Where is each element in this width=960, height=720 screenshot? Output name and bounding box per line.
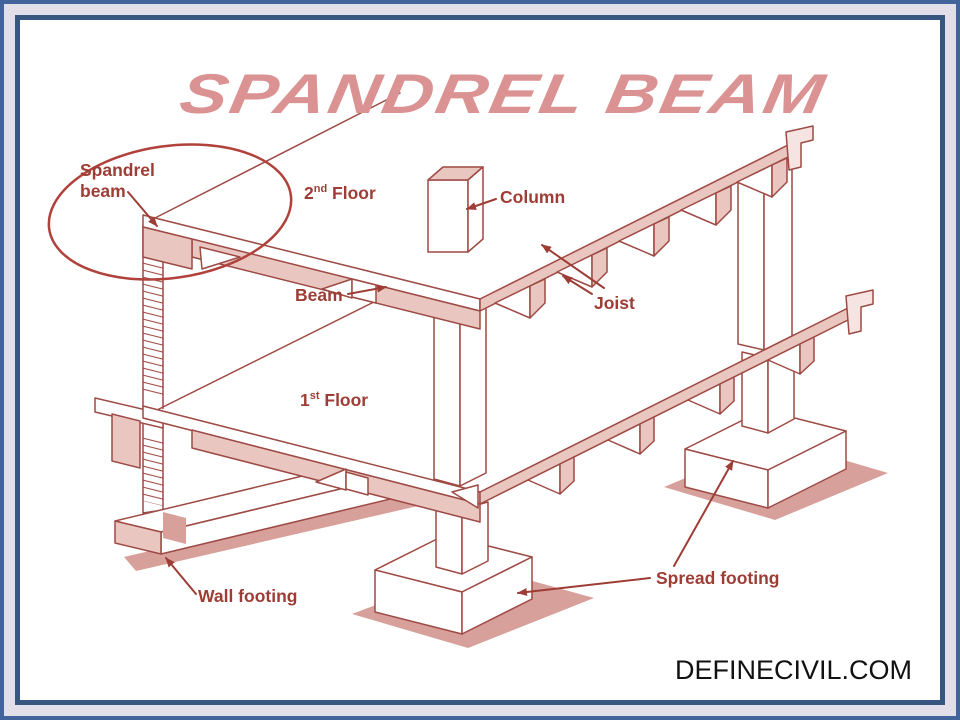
label-second-floor-sup: nd: [314, 183, 327, 195]
second-floor-beam-end: [785, 125, 814, 171]
first-floor-top-face: [157, 302, 860, 492]
right-spread-footing: [664, 409, 888, 520]
wall-hatch-upper: [143, 262, 163, 397]
label-joist: Joist: [594, 293, 635, 313]
leader-arrows: [127, 191, 734, 596]
right-column: [737, 156, 793, 351]
column-arrow: [466, 198, 497, 210]
joist-gap: [345, 471, 369, 496]
wall-ledge-pier: [111, 413, 141, 469]
column-stub: [427, 166, 484, 253]
label-first-floor: 1st Floor: [300, 390, 368, 410]
left-wall: [94, 225, 164, 514]
diagram-labels: Spandrel beam 2nd Floor Column Beam Jois…: [80, 160, 779, 606]
joist-arrow-1: [562, 275, 593, 295]
joist-shape: [653, 216, 670, 257]
wall-hatch-lower: [143, 432, 163, 506]
label-second-floor: 2nd Floor: [304, 183, 376, 203]
spandrel-beam-section: [142, 226, 193, 270]
joist-gap: [451, 484, 479, 509]
first-floor-beam-end: [845, 289, 874, 335]
label-second-floor-rest: Floor: [327, 183, 376, 203]
joist-shape: [529, 278, 546, 319]
joist-arrow-2: [541, 244, 605, 289]
spread-footing-arrow-right: [673, 460, 734, 567]
center-column-right-face: [459, 301, 487, 487]
joist-shape: [591, 247, 608, 288]
wall-footing-arrow: [165, 557, 197, 595]
column-stub-front-face: [427, 179, 469, 253]
second-floor-joists: [494, 157, 788, 319]
label-column: Column: [500, 187, 565, 207]
label-first-floor-sup: st: [310, 390, 320, 402]
wall-footing-shadow: [124, 483, 457, 571]
second-floor-back-edge: [154, 92, 401, 219]
label-first-floor-num: 1: [300, 390, 310, 410]
first-floor-edges: [142, 289, 874, 523]
joist-shape: [799, 336, 815, 375]
wall-footing-end: [114, 520, 162, 555]
center-footing-front-right: [461, 556, 533, 635]
center-lower-column: [435, 501, 489, 575]
joist-shape: [771, 157, 788, 198]
label-spandrel-beam-line1: Spandrel: [80, 160, 155, 180]
label-beam: Beam: [295, 285, 343, 305]
column-stub-side-face: [467, 166, 484, 253]
highlight-ellipse: [47, 143, 293, 281]
center-column: [433, 301, 487, 487]
label-second-floor-num: 2: [304, 183, 314, 203]
wall-footing-wall-shadow: [163, 512, 186, 544]
joist-shape: [559, 456, 575, 495]
right-column-left-face: [737, 170, 765, 351]
spandrel-beam-arrow: [127, 191, 158, 227]
joist-shape: [715, 185, 732, 226]
joist-shape: [719, 376, 735, 415]
label-spread-footing: Spread footing: [656, 568, 779, 588]
right-footing-front-right: [767, 430, 847, 509]
beam-arrow: [347, 284, 387, 295]
first-floor-joists: [527, 336, 815, 495]
watermark: DEFINECIVIL.COM: [675, 655, 912, 685]
joist-gap: [199, 246, 241, 270]
joist-shape: [639, 416, 655, 455]
spread-footing-arrow-left: [517, 577, 651, 596]
center-column-left-face: [433, 301, 461, 487]
label-spandrel-beam-line2: beam: [80, 181, 126, 201]
slide-title: SPANDREL BEAM: [175, 62, 831, 125]
wall-ledge: [94, 397, 164, 429]
label-wall-footing: Wall footing: [198, 586, 297, 606]
label-first-floor-rest: Floor: [320, 390, 369, 410]
